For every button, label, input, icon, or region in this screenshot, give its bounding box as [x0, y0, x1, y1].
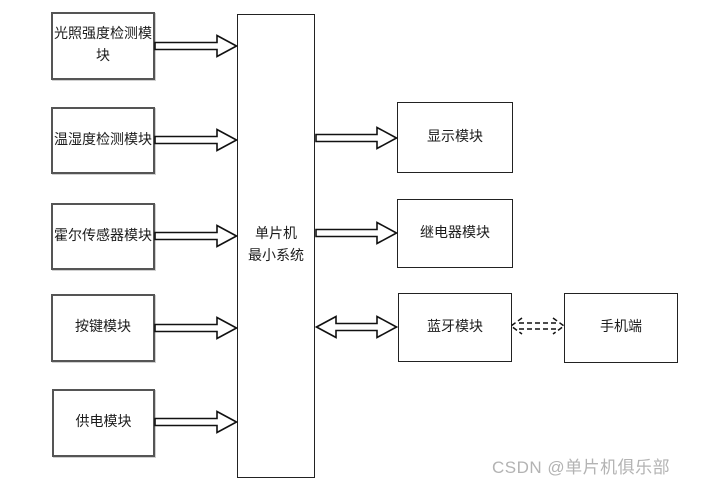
- node-label: 供电模块: [75, 415, 132, 430]
- node-label: 光照强度检测模块: [54, 27, 152, 64]
- node-hall-sensor-module: 霍尔传感器模块: [51, 203, 155, 270]
- dashed-arrow-bidirectional-icon: [509, 317, 566, 335]
- block-arrow-right-icon: [315, 221, 398, 245]
- block-arrow-right-icon: [154, 410, 238, 434]
- block-arrow-right-icon: [154, 224, 238, 248]
- node-power-module: 供电模块: [52, 389, 155, 457]
- block-arrow-right-icon: [154, 34, 238, 58]
- node-bluetooth-module: 蓝牙模块: [398, 293, 512, 362]
- block-arrow-right-icon: [154, 316, 238, 340]
- node-label: 蓝牙模块: [427, 319, 483, 335]
- node-light-intensity-module: 光照强度检测模块: [51, 12, 155, 80]
- block-arrow-bidirectional-icon: [315, 315, 398, 339]
- node-temp-humidity-module: 温湿度检测模块: [51, 107, 155, 174]
- node-label: 按键模块: [75, 320, 131, 335]
- node-mcu-minimal-system: 单片机 最小系统: [237, 14, 315, 478]
- node-display-module: 显示模块: [397, 102, 513, 173]
- node-key-module: 按键模块: [51, 294, 155, 362]
- node-label: 温湿度检测模块: [54, 132, 152, 148]
- node-label: 单片机 最小系统: [248, 227, 304, 264]
- node-label: 继电器模块: [420, 225, 490, 241]
- watermark-csdn: CSDN @单片机俱乐部: [492, 458, 671, 477]
- block-arrow-right-icon: [154, 128, 238, 152]
- node-label: 手机端: [600, 320, 642, 335]
- node-label: 霍尔传感器模块: [54, 228, 152, 244]
- block-arrow-right-icon: [315, 126, 398, 150]
- node-label: 显示模块: [427, 129, 483, 145]
- node-phone: 手机端: [564, 293, 678, 363]
- node-relay-module: 继电器模块: [397, 199, 513, 268]
